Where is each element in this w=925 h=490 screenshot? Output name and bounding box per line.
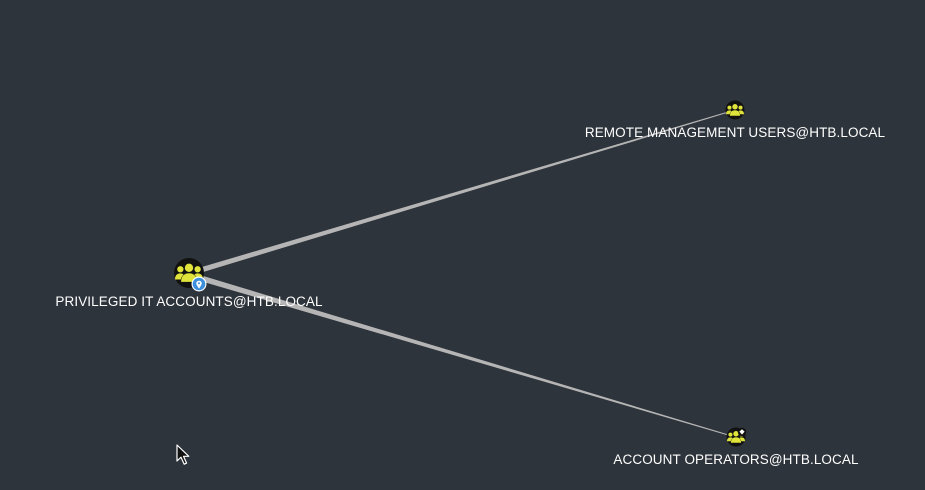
node-label-account-operators[interactable]: ACCOUNT OPERATORS@HTB.LOCAL — [613, 452, 859, 467]
node-label-remote-management-users[interactable]: REMOTE MANAGEMENT USERS@HTB.LOCAL — [584, 125, 886, 140]
edge-privileged-to-operators[interactable] — [190, 272, 735, 438]
node-remote-management-users[interactable] — [725, 100, 745, 120]
node-privileged-it-accounts[interactable] — [174, 258, 207, 292]
node-label-privileged-it-accounts[interactable]: PRIVILEGED IT ACCOUNTS@HTB.LOCAL — [55, 294, 323, 309]
owned-pin-icon — [191, 276, 207, 292]
node-account-operators[interactable] — [726, 427, 747, 447]
edge-privileged-to-remote[interactable] — [190, 109, 735, 277]
high-value-diamond-icon — [737, 427, 747, 437]
mouse-cursor-icon — [176, 444, 190, 465]
